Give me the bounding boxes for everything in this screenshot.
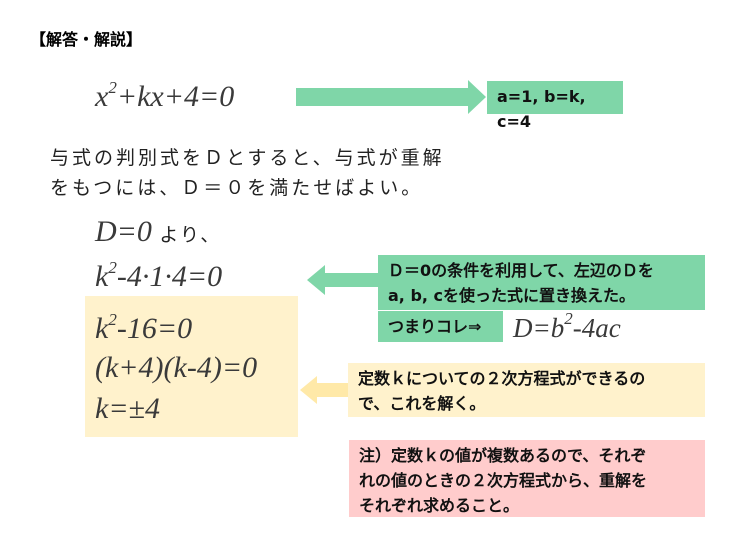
step-factored: (k+4)(k-4)=0	[95, 351, 258, 384]
explanation-line-1: 与式の判別式をＤとすると、与式が重解	[50, 147, 445, 169]
step-substitution: k2-4·1·4=0	[95, 258, 223, 293]
left-arrow-icon	[307, 265, 379, 295]
step-simplified: k2-16=0	[95, 310, 193, 345]
coefficient-box: a=1, b=k, c=4	[487, 81, 623, 131]
step-answer: k=±4	[95, 392, 161, 425]
section-title: 【解答・解説】	[30, 30, 143, 49]
yellow-note: 定数ｋについての２次方程式ができるので、これを解く。	[348, 363, 705, 417]
solution-highlight	[85, 296, 298, 437]
given-equation: x2+kx+4=0	[95, 78, 235, 113]
step-d-equals-zero: D=0 より、	[95, 215, 222, 248]
right-arrow-icon	[296, 80, 486, 114]
discriminant-formula: D=b2-4ac	[513, 309, 621, 343]
pink-note: 注）定数ｋの値が複数あるので、それぞれの値のときの２次方程式から、重解をそれぞれ…	[349, 440, 705, 517]
explanation-line-2: をもつには、Ｄ＝０を満たせばよい。	[50, 177, 424, 199]
left-arrow-icon	[300, 376, 350, 404]
green-note-small: つまりコレ⇒	[378, 311, 503, 342]
